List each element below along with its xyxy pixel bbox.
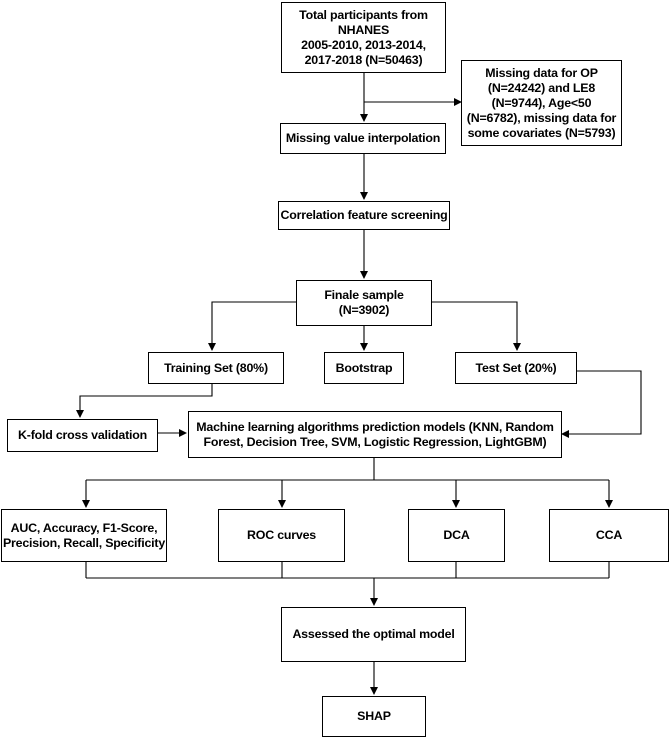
missing-data-box: Missing data for OP (N=24242) and LE8 (N…: [461, 60, 622, 146]
kfold-text: K-fold cross validation: [18, 428, 147, 442]
cca-box: CCA: [549, 509, 669, 562]
missing-data-text: Missing data for OP (N=24242) and LE8 (N…: [466, 65, 617, 140]
arrow-finale-to-training: [208, 301, 296, 351]
correlation-text: Correlation feature screening: [280, 208, 448, 222]
metrics-text: AUC, Accuracy, F1-Score, Precision, Reca…: [2, 520, 166, 550]
correlation-box: Correlation feature screening: [278, 201, 450, 230]
finale-sample-text: Finale sample (N=3902): [324, 288, 404, 317]
cca-text: CCA: [595, 528, 623, 542]
roc-curves-box: ROC curves: [218, 509, 345, 562]
shap-text: SHAP: [357, 709, 391, 723]
arrow-test-to-ml: [561, 370, 642, 438]
test-set-box: Test Set (20%): [455, 352, 577, 384]
dca-box: DCA: [408, 509, 505, 562]
dca-text: DCA: [443, 528, 470, 542]
metrics-box: AUC, Accuracy, F1-Score, Precision, Reca…: [1, 509, 167, 562]
test-set-text: Test Set (20%): [475, 360, 557, 375]
participants-text: Total participants from NHANES 2005-2010…: [299, 7, 428, 67]
kfold-box: K-fold cross validation: [7, 419, 158, 452]
finale-sample-box: Finale sample (N=3902): [296, 280, 432, 326]
training-set-text: Training Set (80%): [164, 360, 268, 375]
ml-models-box: Machine learning algorithms prediction m…: [188, 411, 562, 458]
bootstrap-text: Bootstrap: [335, 360, 393, 375]
assessed-box: Assessed the optimal model: [281, 607, 466, 662]
arrow-finale-to-test: [432, 301, 521, 351]
roc-curves-text: ROC curves: [247, 528, 316, 542]
ml-models-text: Machine learning algorithms prediction m…: [196, 419, 554, 449]
training-set-box: Training Set (80%): [148, 352, 284, 384]
interpolation-box: Missing value interpolation: [280, 123, 446, 154]
assessed-text: Assessed the optimal model: [292, 627, 455, 641]
shap-box: SHAP: [322, 696, 426, 737]
bootstrap-box: Bootstrap: [324, 352, 404, 384]
participants-box: Total participants from NHANES 2005-2010…: [281, 2, 446, 73]
arrow-training-to-kfold: [76, 384, 213, 418]
interpolation-text: Missing value interpolation: [285, 131, 441, 145]
